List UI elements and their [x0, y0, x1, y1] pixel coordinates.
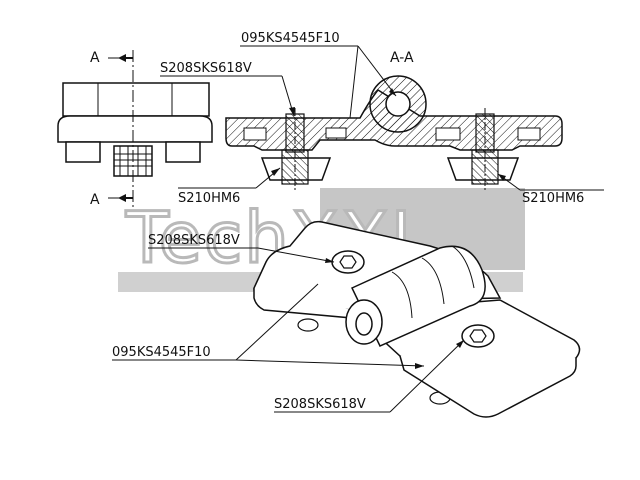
side-view: A A	[57, 50, 213, 210]
label-section: A-A	[390, 50, 414, 66]
side-view-base	[57, 115, 213, 143]
label-part-mid: 095KS4545F10	[112, 345, 211, 360]
label-screw-mid: S208SKS618V	[148, 233, 240, 248]
callout-labels: 095KS4545F10 A-A S208SKS618V S210HM6 S21…	[112, 31, 584, 412]
isometric-view	[253, 220, 581, 418]
side-view-nut-right	[165, 141, 201, 163]
leader-lines	[112, 45, 604, 413]
section-view	[225, 75, 563, 190]
section-mark-bottom: A	[90, 192, 100, 208]
label-screw-bottom: S208SKS618V	[274, 397, 366, 412]
side-view-nut-left	[65, 141, 101, 163]
label-nut-right: S210HM6	[522, 191, 584, 206]
section-mark-top: A	[90, 50, 100, 66]
label-nut-left: S210HM6	[178, 191, 240, 206]
label-top-part: 095KS4545F10	[241, 31, 340, 46]
label-screw-top: S208SKS618V	[160, 61, 252, 76]
hinge-pin-hole	[385, 91, 411, 117]
side-view-top-block	[62, 82, 210, 117]
